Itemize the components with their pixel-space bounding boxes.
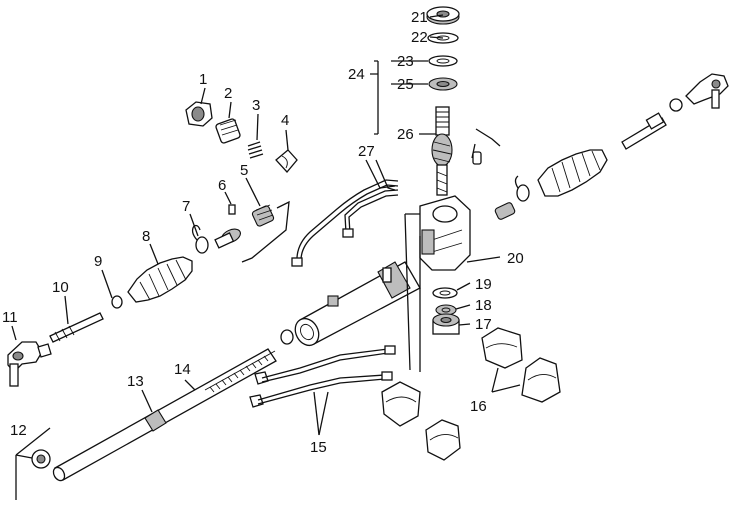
callout-26: 26 (397, 126, 414, 143)
callout-4: 4 (281, 112, 289, 129)
tie-rod-end-part-11 (7, 341, 52, 387)
hydraulic-line-lower-part-15 (249, 345, 396, 408)
upper-bearing-part-21 (426, 6, 460, 25)
tie-rod-part-10 (49, 312, 104, 343)
callout-5: 5 (240, 162, 248, 179)
clip-part-9 (111, 295, 123, 309)
clamp-part-7 (191, 224, 241, 254)
boot-part-8 (127, 256, 193, 303)
callout-10: 10 (52, 279, 69, 296)
callout-25: 25 (397, 76, 414, 93)
valve-body-part-20 (419, 195, 471, 271)
callout-19: 19 (475, 276, 492, 293)
leader-lines (11, 14, 521, 500)
rack-housing (280, 261, 421, 347)
hydraulic-line-upper (291, 179, 399, 267)
ring-part-25 (428, 77, 458, 91)
callout-7: 7 (182, 198, 190, 215)
callout-6: 6 (218, 177, 226, 194)
callout-13: 13 (127, 373, 144, 390)
callout-21: 21 (411, 9, 428, 26)
locknut-part-1 (185, 101, 213, 127)
rack-part-13 (52, 348, 277, 482)
pinion-shaft-part-26 (431, 106, 501, 196)
callout-2: 2 (224, 85, 232, 102)
callout-12: 12 (10, 422, 27, 439)
callout-1: 1 (199, 71, 207, 88)
callout-27: 27 (358, 143, 375, 160)
callout-14: 14 (174, 361, 191, 378)
nut-part-17 (432, 313, 460, 335)
callout-18: 18 (475, 297, 492, 314)
callout-labels: 1 2 3 4 5 6 7 8 9 10 11 12 13 14 15 16 1… (2, 9, 524, 456)
callout-17: 17 (475, 316, 492, 333)
right-tie-rod (621, 98, 683, 150)
right-boot (494, 149, 608, 220)
callout-23: 23 (397, 53, 414, 70)
callout-8: 8 (142, 228, 150, 245)
fitting-part-5 (251, 204, 275, 227)
yoke-part-4 (275, 149, 298, 173)
callout-11: 11 (2, 309, 18, 326)
spring-part-3 (247, 141, 264, 159)
right-tie-rod-end (685, 73, 729, 109)
callout-24: 24 (348, 66, 365, 83)
mount-bracket-part-16 (381, 327, 561, 461)
bushing-part-12 (31, 449, 51, 469)
callout-3: 3 (252, 97, 260, 114)
callout-22: 22 (411, 29, 428, 46)
pin-part-6 (228, 204, 236, 215)
callout-20: 20 (507, 250, 524, 267)
callout-15: 15 (310, 439, 327, 456)
callout-9: 9 (94, 253, 102, 270)
callout-16: 16 (470, 398, 487, 415)
rack-teeth-part-14 (204, 350, 276, 393)
adjuster-plug-part-2 (215, 118, 241, 144)
ring-part-23 (428, 55, 458, 67)
seal-part-19 (432, 287, 458, 299)
